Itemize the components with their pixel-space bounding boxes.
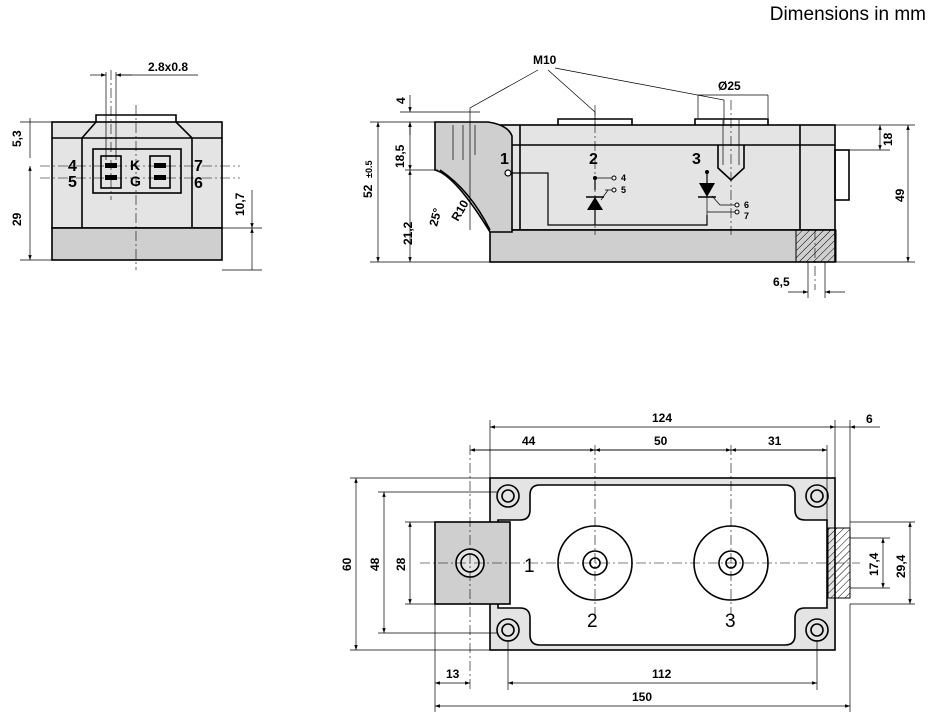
front-housing-edges bbox=[52, 137, 222, 228]
dim-4: 4 bbox=[394, 97, 408, 104]
dim-112: 112 bbox=[652, 667, 672, 681]
dim-29-4: 29,4 bbox=[894, 554, 908, 578]
side-top-pads bbox=[557, 118, 769, 125]
dim-150: 150 bbox=[632, 690, 652, 704]
m10-leaders bbox=[469, 67, 725, 230]
side-baseplate bbox=[489, 229, 836, 263]
pin-label-g: G bbox=[130, 173, 141, 189]
dim-52: 52 bbox=[361, 184, 375, 198]
side-pin-3: 3 bbox=[692, 151, 701, 168]
dim-18-5: 18,5 bbox=[393, 144, 407, 168]
side-pin-6: 6 bbox=[744, 200, 749, 210]
dim-17-4: 17,4 bbox=[867, 552, 881, 576]
dim-10-7: 10,7 bbox=[233, 192, 247, 216]
top-pin-3: 3 bbox=[725, 611, 736, 632]
pin-label-6: 6 bbox=[194, 175, 203, 192]
dim-m10: M10 bbox=[533, 53, 557, 67]
dim-5-3: 5,3 bbox=[10, 130, 24, 147]
dimensions-caption: Dimensions in mm bbox=[769, 4, 926, 25]
side-pin-1: 1 bbox=[500, 151, 509, 168]
dim-50: 50 bbox=[654, 434, 668, 448]
dim-28: 28 bbox=[394, 557, 408, 571]
side-lug bbox=[834, 149, 850, 201]
circuit-schematic bbox=[504, 169, 740, 226]
thyristor-3-symbol bbox=[699, 183, 715, 197]
terminal-1-block bbox=[434, 121, 513, 233]
pin-label-4: 4 bbox=[68, 158, 77, 175]
top-view: 124 6 44 50 31 60 48 28 17,4 29,4 bbox=[340, 411, 915, 712]
top-pin-2: 2 bbox=[587, 611, 598, 632]
dim-21-2: 21,2 bbox=[401, 221, 415, 245]
side-pin-5: 5 bbox=[621, 185, 626, 195]
pin-label-7: 7 bbox=[194, 158, 203, 175]
front-view: 2.8x0.8 5,3 29 10,7 4 5 7 6 K G bbox=[10, 60, 262, 271]
dim-r10: R10 bbox=[448, 197, 471, 223]
terminal-block bbox=[92, 148, 182, 194]
dim-52-tolerance: ±0.5 bbox=[364, 161, 374, 178]
terminal-tab-g bbox=[105, 175, 117, 180]
side-view: M10 Ø25 4 18,5 52 ±0.5 21,2 25° R10 18 4… bbox=[361, 53, 915, 298]
dim-angle-25: 25° bbox=[426, 206, 444, 227]
dim-dia-25: Ø25 bbox=[718, 79, 741, 93]
terminal-1-screw-lines bbox=[452, 125, 476, 160]
pin-label-k: K bbox=[130, 157, 140, 173]
dim-124: 124 bbox=[652, 411, 672, 425]
mounting-hole-section bbox=[795, 229, 837, 263]
side-pin-4: 4 bbox=[621, 173, 626, 183]
pin-label-5: 5 bbox=[68, 174, 77, 191]
dim-tab-size: 2.8x0.8 bbox=[148, 60, 188, 74]
dim-13: 13 bbox=[446, 667, 460, 681]
side-pin-2: 2 bbox=[589, 151, 598, 168]
dim-29: 29 bbox=[10, 212, 24, 226]
dim-6: 6 bbox=[866, 412, 873, 426]
front-housing bbox=[51, 121, 223, 229]
dim-48: 48 bbox=[368, 557, 382, 571]
r10-arc bbox=[439, 169, 491, 231]
dim-31: 31 bbox=[768, 434, 782, 448]
dim-60: 60 bbox=[340, 557, 354, 571]
terminal-tab-7 bbox=[154, 163, 166, 168]
terminal-tab-6 bbox=[154, 175, 166, 180]
dim-18: 18 bbox=[881, 132, 895, 146]
top-pin-1: 1 bbox=[524, 556, 535, 577]
screw-thread-lines bbox=[722, 120, 740, 165]
dim-44: 44 bbox=[522, 434, 536, 448]
dim-49: 49 bbox=[893, 188, 907, 202]
dim-6-5: 6,5 bbox=[773, 275, 790, 289]
top-housing bbox=[497, 484, 828, 646]
side-housing-edges bbox=[490, 125, 835, 230]
terminal-pocket-right bbox=[149, 155, 171, 189]
diode-2-symbol bbox=[587, 197, 603, 210]
front-baseplate bbox=[51, 227, 223, 261]
side-pin-7: 7 bbox=[744, 211, 749, 221]
side-housing bbox=[489, 124, 836, 231]
